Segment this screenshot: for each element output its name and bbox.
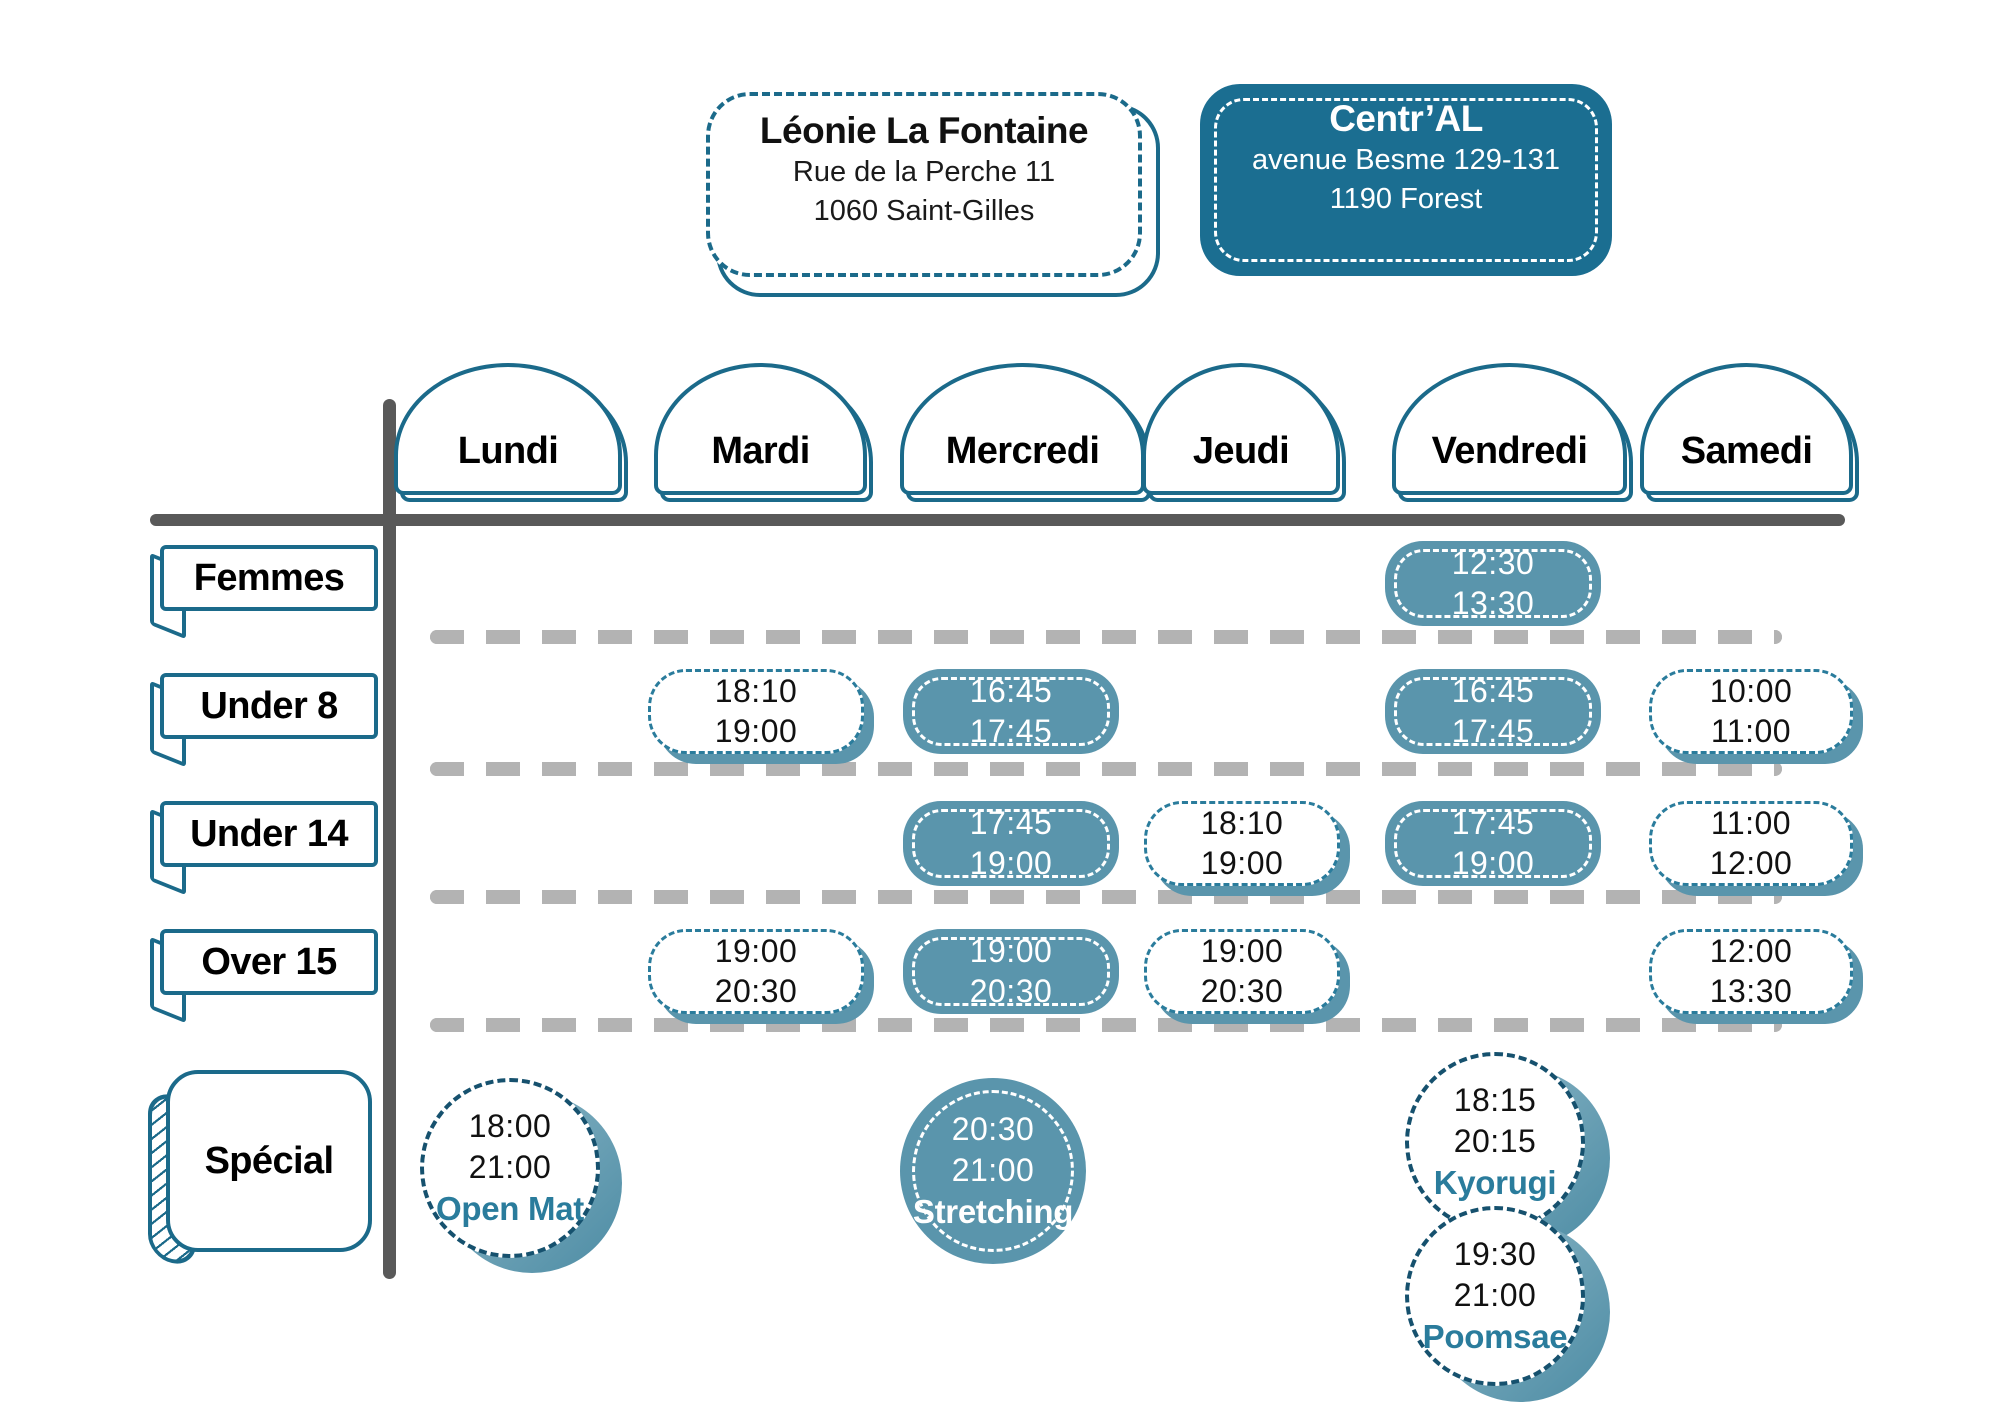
- slot-end-time: 21:00: [468, 1149, 552, 1186]
- slot-start-time: 18:10: [714, 673, 798, 710]
- slot-femmes-vendredi[interactable]: 12:30 13:30: [1385, 541, 1601, 626]
- day-header-mercredi[interactable]: Mercredi: [900, 363, 1145, 495]
- row-label-under-14[interactable]: Under 14: [160, 801, 378, 867]
- slot-start-time: 18:15: [1453, 1082, 1537, 1119]
- slot-end-time: 19:00: [1451, 844, 1535, 881]
- slot-end-time: 17:45: [969, 712, 1053, 749]
- slot-activity-label: Poomsae: [1422, 1318, 1568, 1356]
- slot-under14-mercredi[interactable]: 17:45 19:00: [903, 801, 1119, 886]
- slot-over15-mercredi[interactable]: 19:00 20:30: [903, 929, 1119, 1014]
- slot-start-time: 19:00: [1200, 933, 1284, 970]
- axis-horizontal: [150, 514, 1845, 526]
- day-header-label: Samedi: [1680, 430, 1813, 472]
- slot-start-time: 18:10: [1200, 805, 1284, 842]
- slot-start-time: 18:00: [468, 1108, 552, 1145]
- slot-start-time: 19:00: [714, 933, 798, 970]
- location-card-central: Centr’AL avenue Besme 129-131 1190 Fores…: [1200, 84, 1612, 276]
- day-header-jeudi[interactable]: Jeudi: [1142, 363, 1340, 495]
- row-label-under-8[interactable]: Under 8: [160, 673, 378, 739]
- row-label-text: Over 15: [201, 940, 337, 983]
- slot-end-time: 19:00: [714, 712, 798, 749]
- slot-end-time: 13:30: [1451, 584, 1535, 621]
- slot-start-time: 12:00: [1709, 933, 1793, 970]
- slot-over15-jeudi[interactable]: 19:00 20:30: [1144, 929, 1340, 1014]
- slot-start-time: 17:45: [1451, 805, 1535, 842]
- day-header-label: Vendredi: [1431, 430, 1588, 472]
- slot-start-time: 10:00: [1709, 673, 1793, 710]
- location-address-line-2: 1060 Saint-Gilles: [813, 194, 1035, 227]
- location-address-line-2: 1190 Forest: [1329, 182, 1483, 215]
- slot-end-time: 20:30: [969, 972, 1053, 1009]
- slot-special-vendredi-poomsae[interactable]: 19:30 21:00 Poomsae: [1405, 1206, 1585, 1386]
- slot-start-time: 19:30: [1453, 1236, 1537, 1273]
- slot-special-mercredi-stretching[interactable]: 20:30 21:00 Stretching: [900, 1078, 1086, 1264]
- slot-start-time: 17:45: [969, 805, 1053, 842]
- day-header-lundi[interactable]: Lundi: [394, 363, 622, 495]
- row-label-text: Under 8: [200, 684, 338, 727]
- slot-activity-label: Stretching: [912, 1193, 1074, 1231]
- location-card-leonie: Léonie La Fontaine Rue de la Perche 11 1…: [706, 92, 1142, 277]
- slot-over15-samedi[interactable]: 12:00 13:30: [1649, 929, 1853, 1014]
- slot-end-time: 21:00: [951, 1152, 1035, 1189]
- day-header-label: Mercredi: [945, 430, 1100, 472]
- slot-end-time: 19:00: [969, 844, 1053, 881]
- row-label-femmes[interactable]: Femmes: [160, 545, 378, 611]
- slot-activity-label: Kyorugi: [1433, 1164, 1557, 1202]
- slot-special-vendredi-kyorugi[interactable]: 18:15 20:15 Kyorugi: [1405, 1052, 1585, 1232]
- slot-start-time: 11:00: [1710, 805, 1792, 842]
- slot-end-time: 13:30: [1709, 972, 1793, 1009]
- slot-under8-vendredi[interactable]: 16:45 17:45: [1385, 669, 1601, 754]
- slot-under8-mardi[interactable]: 18:10 19:00: [648, 669, 864, 754]
- slot-end-time: 20:30: [714, 972, 798, 1009]
- slot-end-time: 17:45: [1451, 712, 1535, 749]
- slot-start-time: 16:45: [1451, 673, 1535, 710]
- slot-start-time: 12:30: [1451, 545, 1535, 582]
- slot-end-time: 12:00: [1709, 844, 1793, 881]
- row-label-special[interactable]: Spécial: [166, 1070, 372, 1252]
- axis-vertical: [383, 399, 396, 1279]
- location-title: Centr’AL: [1329, 98, 1483, 139]
- day-header-vendredi[interactable]: Vendredi: [1392, 363, 1627, 495]
- slot-end-time: 21:00: [1453, 1277, 1537, 1314]
- slot-end-time: 20:15: [1453, 1123, 1537, 1160]
- row-separator-3: [430, 890, 1782, 904]
- day-header-samedi[interactable]: Samedi: [1640, 363, 1853, 495]
- day-header-label: Lundi: [457, 430, 559, 472]
- day-header-label: Jeudi: [1192, 430, 1290, 472]
- location-address-line-1: Rue de la Perche 11: [792, 155, 1056, 188]
- slot-start-time: 19:00: [969, 933, 1053, 970]
- location-title: Léonie La Fontaine: [759, 110, 1089, 151]
- slot-end-time: 11:00: [1710, 712, 1792, 749]
- slot-special-lundi-open-mat[interactable]: 18:00 21:00 Open Mat: [420, 1078, 600, 1258]
- day-header-label: Mardi: [711, 430, 810, 472]
- row-label-text: Spécial: [204, 1139, 334, 1182]
- slot-over15-mardi[interactable]: 19:00 20:30: [648, 929, 864, 1014]
- row-separator-1: [430, 630, 1782, 644]
- row-label-text: Under 14: [190, 812, 348, 855]
- row-separator-4: [430, 1018, 1782, 1032]
- location-address-line-1: avenue Besme 129-131: [1252, 143, 1560, 176]
- slot-end-time: 20:30: [1200, 972, 1284, 1009]
- slot-activity-label: Open Mat: [436, 1190, 584, 1228]
- slot-under8-samedi[interactable]: 10:00 11:00: [1649, 669, 1853, 754]
- slot-under14-jeudi[interactable]: 18:10 19:00: [1144, 801, 1340, 886]
- slot-start-time: 20:30: [951, 1111, 1035, 1148]
- slot-start-time: 16:45: [969, 673, 1053, 710]
- slot-under14-vendredi[interactable]: 17:45 19:00: [1385, 801, 1601, 886]
- slot-under14-samedi[interactable]: 11:00 12:00: [1649, 801, 1853, 886]
- day-header-mardi[interactable]: Mardi: [654, 363, 867, 495]
- slot-under8-mercredi[interactable]: 16:45 17:45: [903, 669, 1119, 754]
- row-separator-2: [430, 762, 1782, 776]
- row-label-over-15[interactable]: Over 15: [160, 929, 378, 995]
- row-label-text: Femmes: [193, 556, 345, 599]
- slot-end-time: 19:00: [1200, 844, 1284, 881]
